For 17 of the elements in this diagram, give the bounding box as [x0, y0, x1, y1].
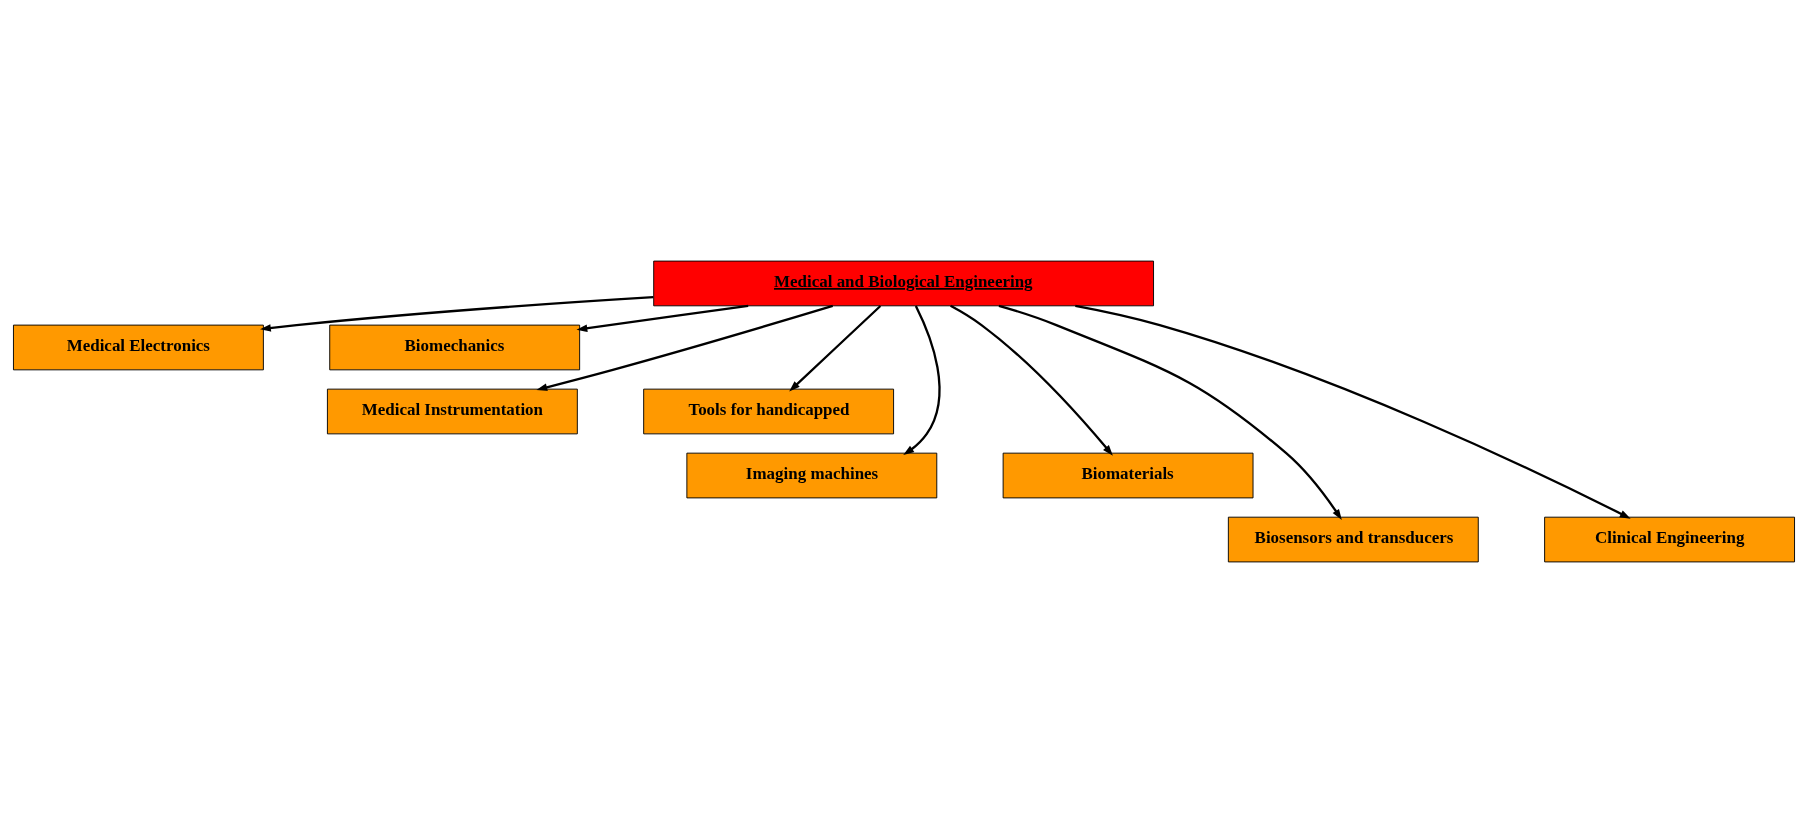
arrow [576, 304, 749, 332]
node-box: Biosensors and transducers [1227, 516, 1479, 562]
arrow [998, 304, 1342, 520]
node-box: Medical Electronics [13, 324, 264, 370]
node-box: Clinical Engineering [1544, 516, 1795, 562]
node-box: Medical and Biological Engineering [653, 260, 1154, 306]
node-box: Biomechanics [329, 324, 581, 370]
node-box: Tools for handicapped [643, 388, 895, 434]
arrow [536, 304, 834, 391]
arrow [950, 304, 1113, 456]
arrow [260, 295, 654, 332]
arrow [789, 304, 882, 391]
node-box: Biomaterials [1002, 452, 1254, 498]
arrow [903, 305, 941, 455]
node-box: Imaging machines [686, 452, 938, 498]
arrow [1075, 304, 1631, 519]
node-box: Medical Instrumentation [326, 388, 578, 434]
